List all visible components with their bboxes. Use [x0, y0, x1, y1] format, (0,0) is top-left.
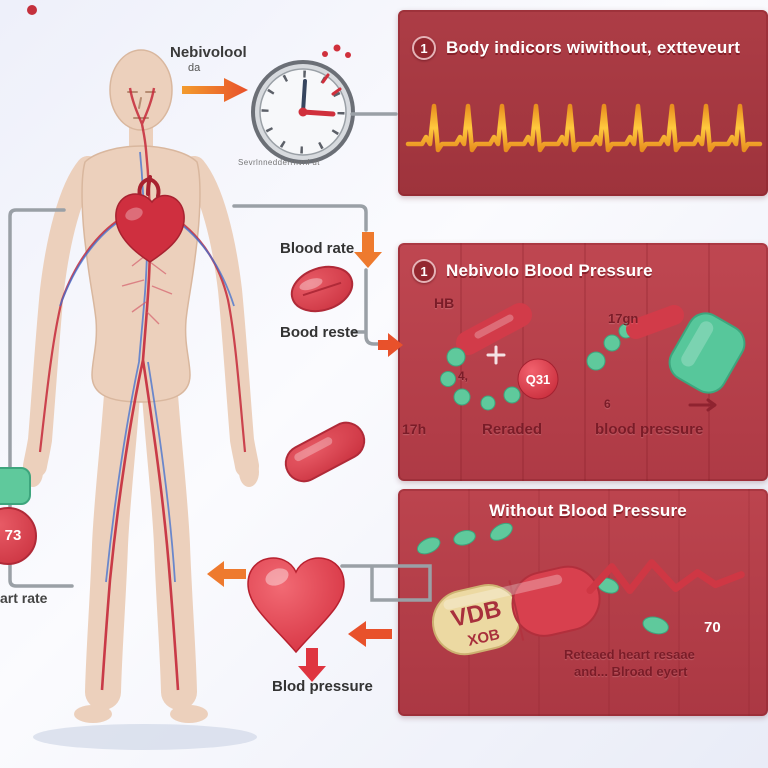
- green-cylinder-pill: [668, 312, 746, 394]
- arrow-down-to-blood-rate: [354, 232, 382, 268]
- right-arm: [182, 156, 259, 478]
- arrows: [182, 78, 403, 682]
- capsule-text-bottom: XOB: [466, 626, 502, 650]
- clock-icon: [251, 44, 355, 164]
- red-circle-badge: [0, 507, 37, 565]
- blood-vessels: [38, 87, 247, 691]
- capsule-seam: [508, 580, 525, 641]
- green-sphere: [440, 371, 456, 387]
- label-17h: 17h: [402, 421, 427, 437]
- green-sphere: [453, 388, 471, 406]
- green-sphere: [446, 347, 466, 367]
- label-6: 6: [604, 397, 611, 411]
- panel-body-indicators: 1 Body indicors wiwithout, extteveurt: [398, 10, 768, 196]
- arrow-left-to-body: [207, 561, 246, 587]
- label-4: 4,: [458, 369, 469, 383]
- red-molecule-ball: [517, 358, 559, 400]
- ball-label: Q31: [526, 372, 551, 387]
- arrow-right-to-clock: [182, 78, 248, 102]
- panel1-title: Body indicors wiwithout, extteveurt: [446, 38, 741, 57]
- green-pill: [453, 529, 476, 546]
- panel2-title: Nebivolo Blood Pressure: [446, 261, 653, 280]
- capsule-highlight: [474, 314, 514, 339]
- green-square-pill: [0, 467, 31, 505]
- small-right-arrow-icon: [688, 398, 717, 412]
- connector-chest-to-arrow: [232, 204, 368, 232]
- decor-dot: [345, 52, 351, 58]
- panel-without-blood-pressure: VDB XOB Without Blood Pressure 70 Reteae…: [398, 489, 768, 716]
- left-cluster-graphics: [0, 467, 37, 565]
- sparkle-icon: [486, 345, 506, 365]
- anatomical-heart-icon: [115, 175, 185, 263]
- green-sphere: [503, 386, 521, 404]
- right-hand: [239, 457, 259, 487]
- clock-minute-hand: [301, 79, 307, 114]
- left-arm: [23, 156, 100, 478]
- green-sphere: [603, 334, 621, 352]
- molecule-chain: [440, 303, 746, 412]
- red-capsule-segment-left: [456, 303, 532, 355]
- right-foot: [170, 705, 208, 723]
- decor-dot: [333, 44, 341, 52]
- label-hb: HB: [434, 295, 455, 311]
- ecg-waveform: [405, 103, 763, 153]
- label-17gn: 17gn: [608, 311, 639, 326]
- molecule-graphic: Q31: [440, 303, 746, 412]
- red-capsule-pill: [284, 421, 366, 483]
- red-capsule-segment-right: [626, 305, 684, 339]
- figure-shadow: [33, 724, 257, 750]
- glossy-heart-icon: [247, 557, 345, 654]
- green-pill: [416, 537, 441, 555]
- panel-nebivolol-blood-pressure: Q31 1 Nebivolo Blood Pressure HB 17gn 4,…: [398, 243, 768, 481]
- ecg-graphic: [405, 103, 763, 153]
- label-blood-pressure: blood pressure: [595, 421, 704, 438]
- connector-heart-to-panel3: [340, 564, 432, 602]
- arrow-right-into-panel2: [378, 333, 403, 357]
- capsule-highlight: [443, 574, 563, 610]
- decor-dot: [322, 51, 328, 57]
- left-foot: [74, 705, 112, 723]
- green-pill: [642, 616, 669, 635]
- head: [109, 49, 173, 131]
- panel2-number-badge: 1: [412, 259, 436, 283]
- human-figure: [23, 49, 259, 723]
- decor-dot-topleft: [27, 5, 37, 15]
- big-capsule: VDB XOB: [432, 565, 601, 656]
- connector-lines: [8, 112, 432, 602]
- green-pills-scatter: [416, 522, 669, 635]
- red-zigzag-trend: [586, 559, 745, 595]
- arrow-down-to-blood-pressure: [298, 648, 326, 682]
- capsule-red-half: [511, 565, 601, 637]
- green-pill: [489, 522, 513, 541]
- green-sphere: [480, 395, 496, 411]
- red-round-pill: [290, 265, 354, 313]
- panel1-number-badge: 1: [412, 36, 436, 60]
- panel3-title: Without Blood Pressure: [489, 501, 687, 520]
- capsule-graphic: VDB XOB: [416, 522, 745, 656]
- label-reraded: Reraded: [482, 421, 543, 438]
- panel3-caption-line2: and... Blroad eyert: [574, 664, 688, 679]
- arrow-left-to-heart: [348, 621, 392, 647]
- value-70: 70: [704, 619, 721, 636]
- connector-labels-to-panel2: [350, 268, 380, 346]
- clock-hour-hand: [300, 109, 336, 117]
- face-features: [127, 91, 156, 119]
- panel3-caption-line1: Reteaed heart resaae: [564, 647, 695, 662]
- connector-left-bracket: [8, 208, 74, 588]
- green-sphere: [586, 351, 606, 371]
